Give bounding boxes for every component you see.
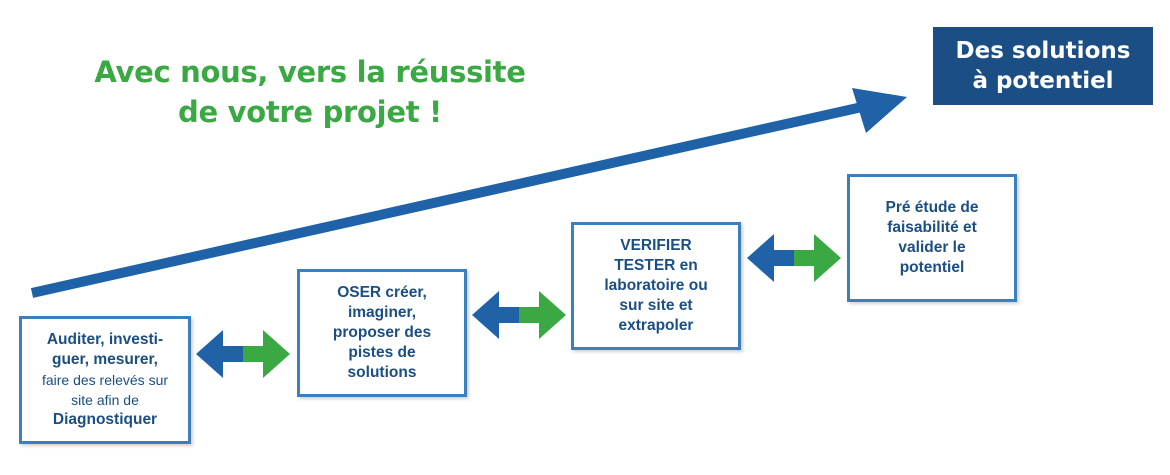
result-box: Des solutions à potentiel — [933, 27, 1153, 105]
result-line-1: Des solutions — [955, 38, 1131, 64]
step-3-line-2: TESTER en — [614, 257, 698, 274]
result-line-2: à potentiel — [972, 68, 1114, 94]
double-arrow-icon — [747, 234, 841, 282]
long-diagonal-arrow-icon — [30, 88, 907, 298]
step-2-line-4: pistes de — [348, 344, 416, 361]
step-4-line-4: potentiel — [899, 259, 965, 276]
step-4-line-1: Pré étude de — [885, 199, 979, 216]
slogan-line-2: de votre projet ! — [178, 95, 442, 129]
step-4-line-2: faisabilité et — [887, 219, 977, 236]
step-3-line-5: extrapoler — [618, 317, 694, 334]
step-3-line-3: laboratoire ou — [604, 277, 708, 294]
slogan-line-1: Avec nous, vers la réussite — [94, 55, 526, 89]
step-1-line-3: faire des relevés sur — [41, 372, 169, 388]
slogan-heading: Avec nous, vers la réussite de votre pro… — [60, 52, 560, 132]
step-1-line-4: site afin de — [71, 392, 139, 408]
step-2-line-5: solutions — [347, 364, 417, 381]
step-4-line-3: valider le — [898, 239, 966, 256]
step-3-line-4: sur site et — [619, 297, 693, 314]
step-1-line-1: Auditer, investi- — [46, 331, 164, 348]
step-box-diagnose: Auditer, investi- guer, mesurer, faire d… — [19, 316, 191, 444]
step-2-line-1: OSER créer, — [337, 284, 427, 301]
step-box-create: OSER créer, imaginer, proposer des piste… — [297, 269, 467, 397]
double-arrow-icon — [472, 291, 566, 339]
double-arrow-icon — [196, 330, 290, 378]
step-box-feasibility: Pré étude de faisabilité et valider le p… — [847, 174, 1017, 302]
step-3-line-1: VERIFIER — [620, 237, 692, 254]
step-1-line-5: Diagnostiquer — [52, 411, 158, 428]
step-2-line-2: imaginer, — [347, 304, 417, 321]
step-1-line-2: guer, mesurer, — [52, 351, 158, 368]
step-box-verify: VERIFIER TESTER en laboratoire ou sur si… — [571, 222, 741, 350]
step-2-line-3: proposer des — [332, 324, 432, 341]
